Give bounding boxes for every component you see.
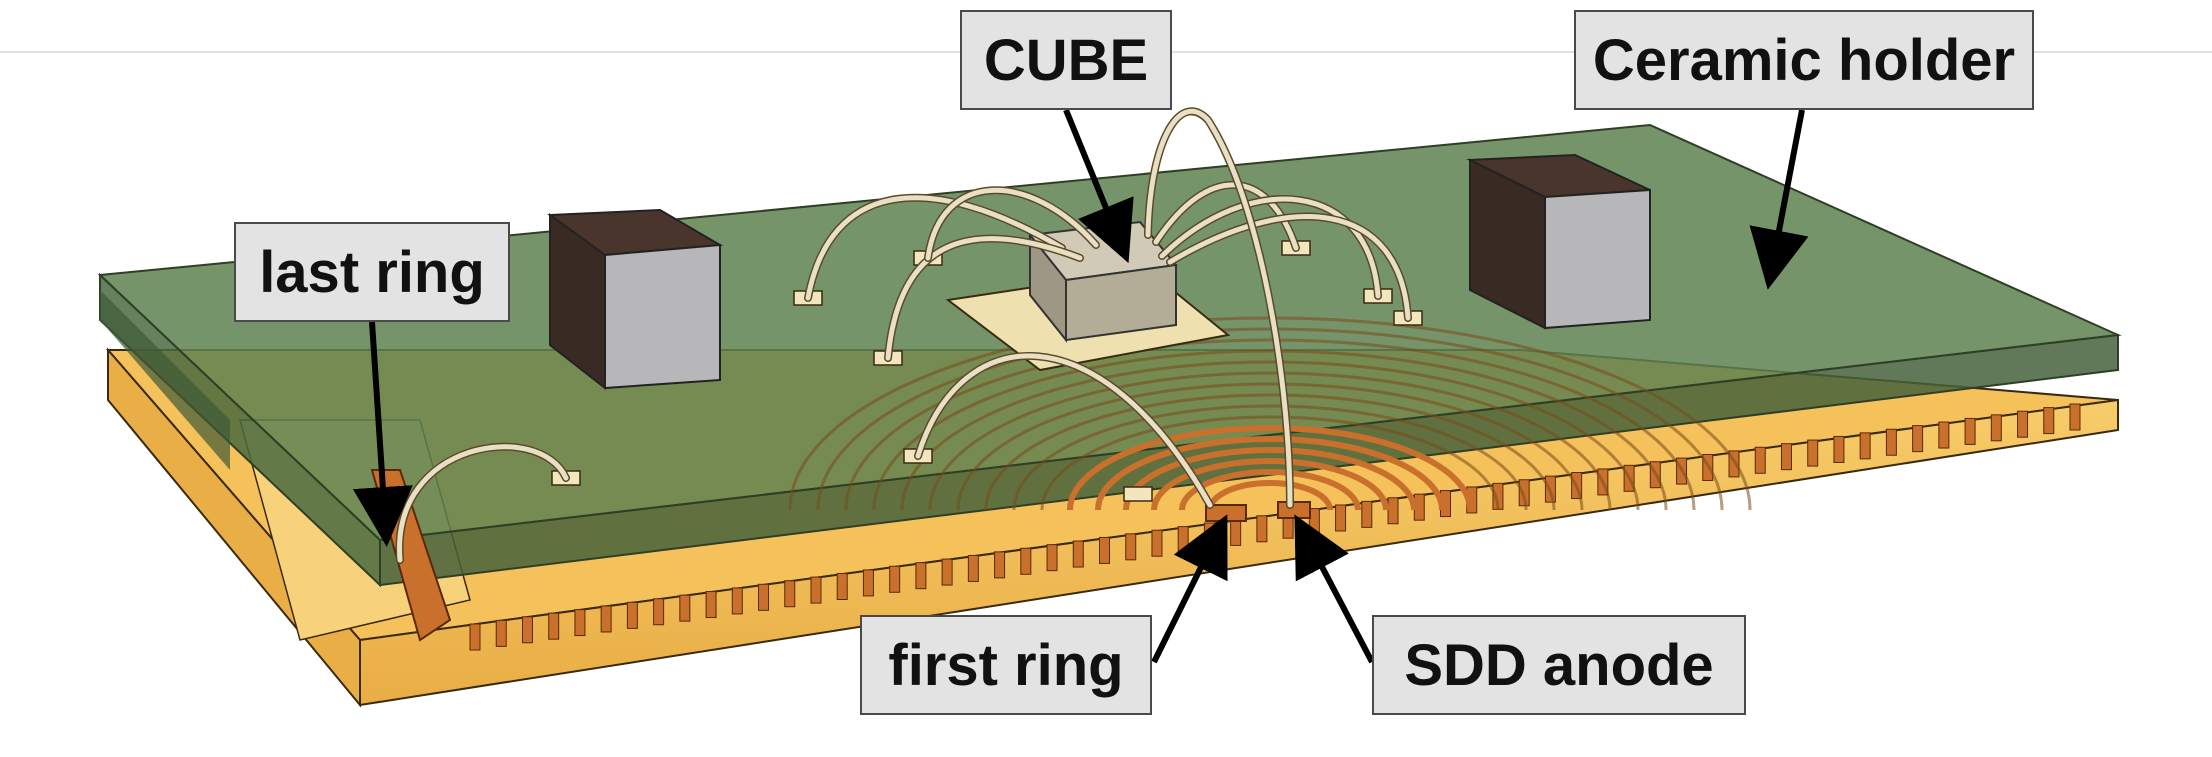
bond-wire (885, 236, 1083, 361)
drift-ring (816, 327, 1724, 511)
contact-pad (1387, 497, 1399, 525)
contact-pad (1754, 446, 1766, 474)
contact-pad (810, 576, 822, 604)
contact-pad (1938, 421, 1950, 449)
contact-pad (862, 569, 874, 597)
component-box-left (547, 208, 724, 391)
bond-wire (1159, 196, 1381, 299)
drift-ring (1012, 404, 1528, 511)
contact-pad (469, 623, 481, 651)
drift-ring (1207, 480, 1333, 511)
contact-pad (994, 551, 1006, 579)
arrow-cube (1063, 108, 1134, 264)
bond-pad (1123, 486, 1153, 502)
contact-pad (1859, 432, 1871, 460)
drift-ring (1123, 447, 1417, 511)
drift-ring (928, 371, 1612, 511)
drift-ring (984, 393, 1556, 511)
contact-pad (941, 558, 953, 586)
drift-ring (1151, 458, 1389, 511)
contact-pad (495, 619, 507, 647)
contact-pad (784, 580, 796, 608)
contact-pad (1518, 479, 1530, 507)
sdd-anode-contact (1277, 501, 1311, 519)
sdd-anode-label: SDD anode (1372, 615, 1746, 715)
contact-pad (679, 594, 691, 622)
contact-pad (2043, 407, 2055, 435)
contact-pad (1020, 547, 1032, 575)
arrow-first-ring (1151, 514, 1228, 664)
cube-chip-left (1029, 232, 1067, 343)
drift-ring (900, 360, 1640, 511)
bond-wire (805, 195, 1065, 301)
contact-pad (967, 554, 979, 582)
contact-pad (1099, 536, 1111, 564)
contact-pad (1177, 526, 1189, 554)
drift-ring (1040, 415, 1500, 511)
contact-pad (548, 612, 560, 640)
drift-ring (956, 382, 1584, 511)
contact-pad (574, 609, 586, 637)
first-ring-label: first ring (860, 615, 1152, 715)
component-box-right (1466, 153, 1651, 330)
contact-pad (1807, 439, 1819, 467)
bond-wire (1145, 108, 1293, 508)
contact-pad (1256, 515, 1268, 543)
last-ring-label: last ring (234, 222, 510, 322)
contact-pad (889, 565, 901, 593)
contact-pad (836, 573, 848, 601)
cube-label: CUBE (960, 10, 1172, 110)
bond-wire (1167, 214, 1411, 321)
contact-pad (1990, 414, 2002, 442)
contact-pad (1072, 540, 1084, 568)
contact-pad (1780, 443, 1792, 471)
bond-wire (925, 187, 1099, 261)
contact-pad (2069, 403, 2081, 431)
contact-pad (1046, 544, 1058, 572)
drift-ring (1179, 469, 1361, 511)
callout-arrows (352, 108, 1809, 664)
contact-pad (1151, 529, 1163, 557)
arrow-sdd-anode (1294, 514, 1375, 664)
contact-pad (1964, 417, 1976, 445)
contact-pad (1335, 504, 1347, 532)
contact-pad (1833, 435, 1845, 463)
contact-pad (626, 601, 638, 629)
contact-pad (758, 583, 770, 611)
contact-pad (1885, 428, 1897, 456)
contact-pad (2017, 410, 2029, 438)
arrow-ceramic-holder (1749, 109, 1809, 290)
contact-pad (1361, 500, 1373, 528)
contact-pad (705, 591, 717, 619)
contact-pad (1728, 450, 1740, 478)
contact-pad (1912, 425, 1924, 453)
central-chip (945, 220, 1231, 372)
arrow-last-ring (352, 321, 413, 547)
drift-ring (1067, 425, 1473, 511)
contact-pad (1125, 533, 1137, 561)
ceramic-holder-label: Ceramic holder (1574, 10, 2034, 110)
contact-pad (653, 598, 665, 626)
contact-pad (521, 616, 533, 644)
drift-ring (844, 338, 1696, 511)
contact-pad (1230, 518, 1242, 546)
contact-pad (731, 587, 743, 615)
contact-pad (600, 605, 612, 633)
drift-ring (1095, 436, 1445, 511)
bond-wire (915, 353, 1213, 508)
plate-left-step (100, 290, 230, 470)
contact-pad (915, 562, 927, 590)
